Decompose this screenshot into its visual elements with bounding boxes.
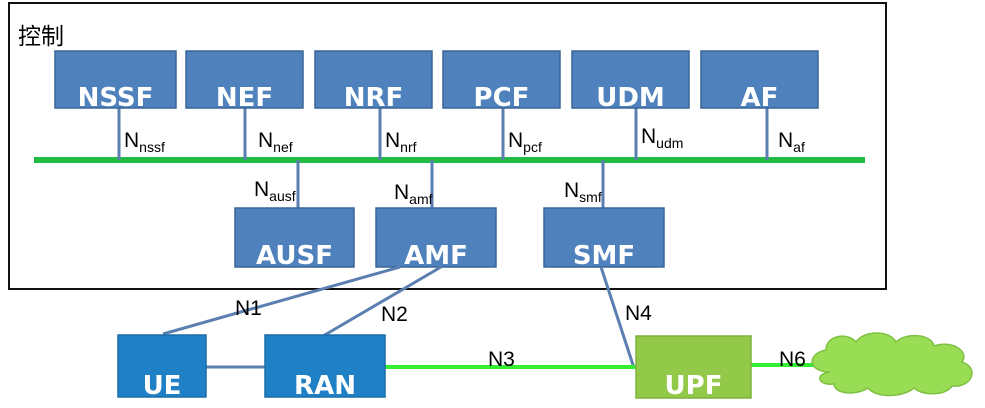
- data-network-cloud: [811, 332, 973, 397]
- cloud-shape: [811, 332, 973, 397]
- nf-label-nef: NEF: [216, 83, 273, 113]
- control-plane-frame: [8, 2, 887, 290]
- ran-label: RAN: [294, 371, 356, 401]
- nf-box-amf: AMF: [375, 207, 497, 271]
- user-plane-links: [162, 265, 818, 369]
- link-label-n3: N3: [488, 348, 515, 371]
- iface-nrf: Nnrf: [385, 129, 417, 155]
- ue-box: UE: [117, 334, 207, 401]
- iface-udm: Nudm: [641, 125, 683, 151]
- link-labels: N1 N2 N3 N4 N6: [235, 297, 806, 371]
- link-label-n2: N2: [381, 303, 408, 326]
- nf-box-pcf: PCF: [442, 50, 561, 113]
- nf-bottom-row: AUSF AMF SMF: [234, 207, 665, 271]
- link-label-n4: N4: [625, 302, 652, 325]
- nf-label-smf: SMF: [573, 241, 635, 271]
- link-n1: [162, 265, 401, 336]
- upf-label: UPF: [665, 371, 723, 401]
- iface-ausf: Nausf: [254, 178, 296, 204]
- ran-box: RAN: [264, 334, 386, 401]
- ue-label: UE: [143, 371, 182, 401]
- nf-box-nef: NEF: [185, 50, 304, 113]
- iface-af: Naf: [778, 129, 805, 155]
- nf-box-smf: SMF: [543, 207, 665, 271]
- link-label-n1: N1: [235, 297, 262, 320]
- link-n2: [322, 265, 442, 338]
- link-label-n6: N6: [779, 348, 806, 371]
- interface-labels-top: Nnssf Nnef Nnrf Npcf Nudm Naf: [124, 125, 805, 155]
- link-n4: [599, 266, 636, 369]
- interface-labels-bottom: Nausf Namf Nsmf: [254, 178, 602, 207]
- nf-label-amf: AMF: [404, 241, 468, 271]
- iface-pcf: Npcf: [508, 129, 542, 155]
- nf-label-udm: UDM: [596, 83, 665, 113]
- control-plane-title: 控制: [18, 24, 64, 50]
- top-connectors: [117, 108, 769, 208]
- nf-label-pcf: PCF: [474, 83, 530, 113]
- nf-box-af: AF: [700, 50, 819, 113]
- iface-amf: Namf: [394, 181, 433, 207]
- nf-label-ausf: AUSF: [256, 241, 333, 271]
- iface-smf: Nsmf: [564, 179, 602, 205]
- nf-label-nrf: NRF: [344, 83, 404, 113]
- service-bus: [34, 157, 865, 163]
- nf-label-nssf: NSSF: [78, 83, 154, 113]
- upf-box: UPF: [635, 335, 752, 401]
- iface-nssf: Nnssf: [124, 129, 165, 155]
- nf-top-row: NSSF NEF NRF PCF UDM AF: [54, 50, 819, 113]
- nf-box-nrf: NRF: [314, 50, 433, 113]
- nf-box-nssf: NSSF: [54, 50, 177, 113]
- nf-label-af: AF: [741, 83, 779, 113]
- iface-nef: Nnef: [258, 129, 293, 155]
- nf-box-ausf: AUSF: [234, 207, 355, 271]
- nf-box-udm: UDM: [571, 50, 690, 113]
- user-plane-nodes: UE RAN UPF: [117, 334, 752, 401]
